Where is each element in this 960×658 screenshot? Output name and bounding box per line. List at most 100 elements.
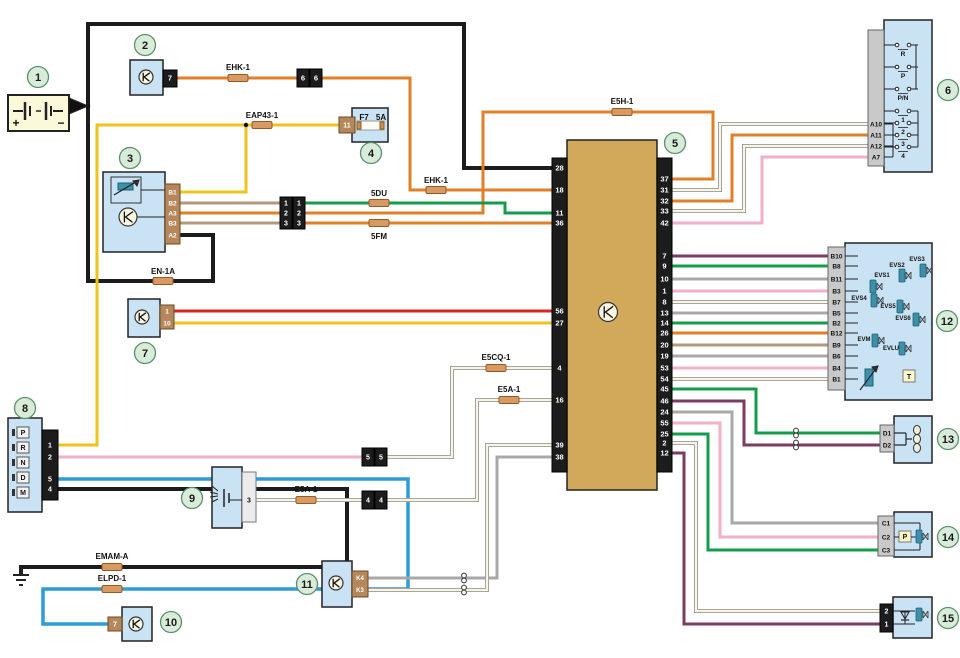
decor-line [209,491,219,495]
label-K3: K3 [356,588,364,594]
label-8: 8 [22,403,28,415]
twist-mark [793,439,799,446]
wire-ecu-55-to-c2 [672,421,878,539]
wire-connector [152,277,174,285]
label-1: 1 [662,287,666,296]
label-2: 2 [142,40,148,52]
comp11-pins [351,570,369,598]
label-4: 4 [366,498,370,505]
label-C1: C1 [882,520,891,527]
twist-mark [461,589,467,596]
label-EVS4: EVS4 [851,296,867,302]
label-1: 1 [48,443,52,450]
label-12: 12 [941,316,953,328]
wire-ecu-24-to-c1 [672,410,878,525]
label-2: 2 [48,455,52,462]
twist-mark [461,572,467,579]
connector-4-a [361,490,375,510]
valve-icon [877,296,884,305]
label-EVS5: EVS5 [880,304,896,310]
switch-contact [906,86,912,92]
gauge-icon [142,72,151,79]
switch-contact [906,108,912,114]
label-EVS2: EVS2 [889,263,905,269]
valve-icon [871,333,879,348]
crank-lobe [913,434,921,444]
switch-contact [894,64,900,70]
switch-contact [906,64,912,70]
label-B3: B3 [832,288,841,295]
wire-ecu-45-to-d1 [672,387,880,435]
label-5: 5 [672,138,678,150]
valve-icon [912,312,920,327]
label-EHK-1: EHK-1 [226,63,251,72]
decor-rect [12,489,15,496]
wire-ecu-12-to-comp15-1 [672,451,880,626]
label-A10: A10 [870,121,882,128]
decor-rect [16,486,30,499]
decor-line [209,495,219,498]
wire-connector [485,364,507,372]
valve-icon [915,607,923,622]
wire-connector [611,108,633,116]
decor-polygon [132,179,140,188]
label-24: 24 [660,408,669,417]
label-5: 5 [379,455,383,462]
gauge-icon [140,316,146,322]
switch-contact [894,132,900,138]
label-7: 7 [662,252,666,261]
junction-dot [243,122,249,128]
label-38: 38 [555,453,563,462]
switch-contact [894,86,900,92]
wire-ecu-46-to-d2 [672,399,880,447]
label-B6: B6 [832,353,841,360]
label-EVS3: EVS3 [909,257,925,263]
label-B9: B9 [832,342,841,349]
label-53: 53 [660,364,668,373]
label-B1: B1 [168,189,177,196]
wire-comp2-to-ecu-18 [177,76,552,192]
label-A12: A12 [870,143,882,150]
decor-rect [16,426,30,439]
component-badge-12 [935,309,959,333]
label-7: 7 [142,348,148,360]
twist-mark [793,444,799,451]
gauge-icon [334,582,340,588]
valve-icon [915,529,923,544]
label-4: 4 [901,153,905,160]
label-D1: D1 [883,430,892,437]
gauge-icon [138,69,154,85]
label-EVM: EVM [857,337,870,343]
label-3: 3 [901,141,905,148]
label-16: 16 [555,396,563,405]
component-badge-15 [936,606,960,630]
wire-conn4-to-ecu-16 [387,398,552,502]
label-B8: B8 [832,263,841,270]
label-12: 12 [660,449,668,458]
label-P: P [21,430,26,437]
component-badge-8 [13,396,37,420]
valve-icon [869,279,877,294]
gauge-icon [134,623,140,629]
label-2: 2 [885,609,889,616]
component-badge-2 [133,33,157,57]
decor-rect [12,474,15,481]
label-9: 9 [662,262,666,271]
label-A7: A7 [872,154,881,161]
wire-ecu-31-to-a10 [672,122,868,192]
wire-connector [368,199,390,207]
label-6: 6 [314,74,318,83]
wire-conn2-to-ecu-37 [305,110,715,215]
comp13-pins [879,424,895,453]
decor-line [211,498,219,503]
decor-rect [117,182,134,191]
label-5: 5 [48,477,52,484]
label-3: 3 [284,221,288,228]
valve-icon [870,293,878,308]
gauge-icon [144,76,150,82]
wire-conn1-to-ecu-11 [305,201,552,215]
label-1: 1 [165,308,169,315]
label-39: 39 [555,441,563,450]
gauge-icon [128,616,144,632]
